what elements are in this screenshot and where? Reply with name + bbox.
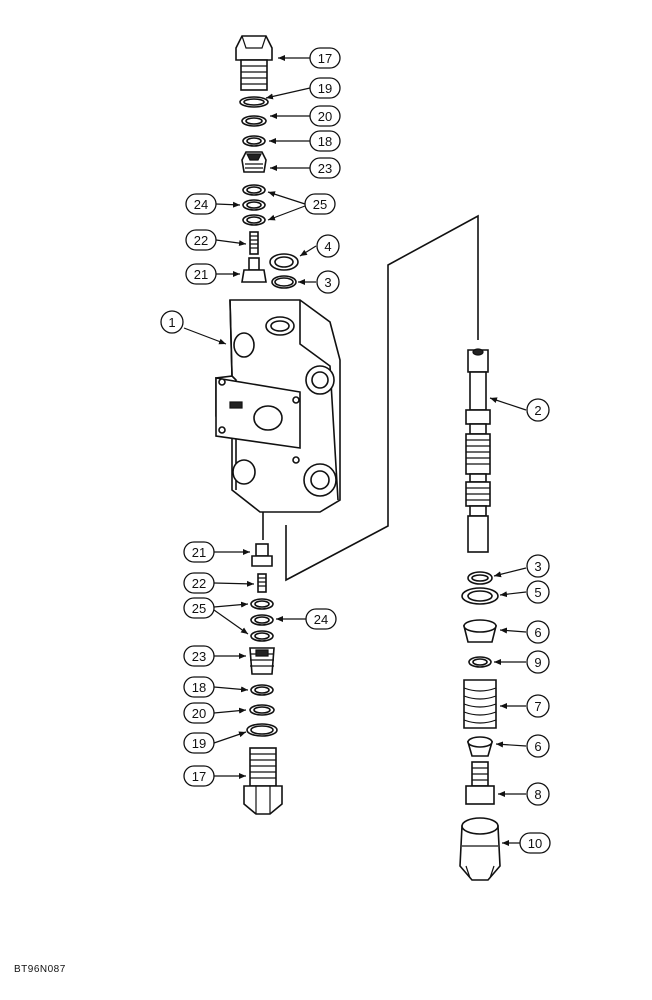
svg-text:24: 24 [194, 197, 208, 212]
callout-8: 8 [498, 782, 550, 806]
callout-23-bottom: 23 [183, 645, 246, 667]
svg-text:3: 3 [534, 559, 541, 574]
callout-24-bottom: 24 [276, 608, 337, 630]
svg-text:20: 20 [318, 109, 332, 124]
svg-text:6: 6 [534, 625, 541, 640]
spring-7 [463, 679, 497, 729]
callout-21-top: 21 [185, 263, 240, 285]
svg-text:25: 25 [192, 601, 206, 616]
callout-9: 9 [494, 650, 550, 674]
callout-18-bottom: 18 [183, 676, 249, 698]
seal-4 [269, 253, 299, 271]
callout-7: 7 [500, 694, 550, 718]
callout-21-bottom: 21 [183, 541, 250, 563]
callout-25-top: 25 [267, 191, 336, 221]
callout-19-bottom: 19 [183, 731, 247, 754]
callout-22-bottom: 22 [183, 572, 255, 594]
svg-text:19: 19 [318, 81, 332, 96]
plug-17-bottom [243, 747, 283, 815]
callout-20-bottom: 20 [183, 702, 247, 724]
svg-text:10: 10 [528, 836, 542, 851]
bottom-relief-valve-stack [243, 543, 283, 815]
cap-10 [459, 817, 501, 881]
svg-text:17: 17 [192, 769, 206, 784]
callout-23-top: 23 [270, 157, 341, 179]
callout-22-top: 22 [185, 229, 247, 251]
svg-text:23: 23 [192, 649, 206, 664]
spool-end-stack [459, 571, 501, 881]
callout-1: 1 [160, 310, 227, 345]
svg-text:19: 19 [192, 736, 206, 751]
svg-text:18: 18 [318, 134, 332, 149]
svg-text:8: 8 [534, 787, 541, 802]
svg-text:21: 21 [192, 545, 206, 560]
poppet-23-top [241, 151, 267, 173]
svg-text:17: 17 [318, 51, 332, 66]
callout-24-top: 24 [185, 193, 241, 215]
callout-5: 5 [499, 580, 550, 604]
figure-id-label: BT96N087 [14, 964, 66, 975]
svg-text:3: 3 [324, 275, 331, 290]
callout-6-bottom: 6 [495, 734, 550, 758]
svg-text:5: 5 [534, 585, 541, 600]
callout-6-top: 6 [499, 620, 550, 644]
callout-19-top: 19 [265, 77, 341, 100]
callout-4: 4 [299, 234, 340, 258]
svg-text:22: 22 [192, 576, 206, 591]
plug-17-top [235, 35, 273, 91]
plunger-21-top [241, 257, 267, 283]
svg-text:22: 22 [194, 233, 208, 248]
svg-text:25: 25 [313, 197, 327, 212]
callout-25-bottom: 25 [183, 597, 249, 635]
callout-18-top: 18 [269, 130, 341, 152]
svg-text:4: 4 [324, 239, 331, 254]
callout-2: 2 [489, 397, 550, 422]
callout-3-right: 3 [493, 554, 550, 578]
callout-10: 10 [502, 832, 551, 854]
svg-text:7: 7 [534, 699, 541, 714]
valve-body-1 [215, 299, 341, 513]
svg-text:1: 1 [168, 315, 175, 330]
svg-text:21: 21 [194, 267, 208, 282]
assembly-centerline [285, 214, 479, 582]
poppet-23-bottom [249, 647, 275, 675]
callout-20-top: 20 [270, 105, 341, 127]
svg-text:2: 2 [534, 403, 541, 418]
oring-3-top [271, 275, 297, 289]
svg-text:6: 6 [534, 739, 541, 754]
svg-text:23: 23 [318, 161, 332, 176]
top-relief-valve-stack [235, 35, 299, 289]
spring-22-top [249, 231, 259, 255]
svg-text:18: 18 [192, 680, 206, 695]
bolt-8 [465, 761, 495, 805]
svg-text:24: 24 [314, 612, 328, 627]
callout-17-top: 17 [278, 47, 341, 69]
svg-text:9: 9 [534, 655, 541, 670]
svg-text:20: 20 [192, 706, 206, 721]
callout-17-bottom: 17 [183, 765, 246, 787]
spool-2 [465, 348, 491, 553]
callout-3-top: 3 [298, 270, 340, 294]
